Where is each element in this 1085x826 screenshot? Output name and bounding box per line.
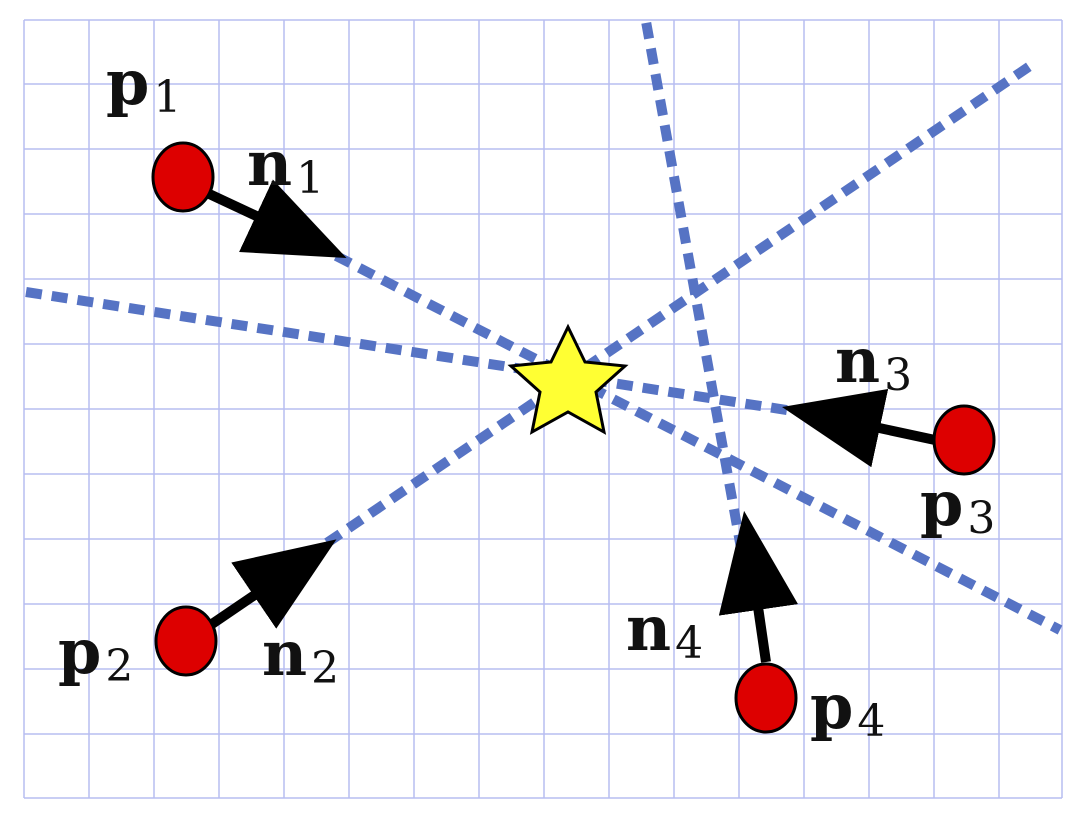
normal-label-n4: n4: [626, 592, 703, 669]
point-p4: [734, 662, 798, 734]
dashed-line-1: [287, 227, 1063, 635]
point-label-p1-subscript: 1: [153, 72, 181, 123]
normal-label-n2-subscript: 2: [311, 643, 339, 694]
normal-label-n3: n3: [835, 324, 912, 401]
dashed-line-2: [281, 61, 1033, 577]
point-p2: [154, 605, 218, 677]
dashed-line-4: [640, 15, 751, 577]
point-label-p1: p1: [106, 46, 181, 123]
points: [151, 141, 996, 734]
point-label-p4-letter: p: [810, 670, 853, 743]
point-label-p1-letter: p: [106, 46, 149, 119]
normal-arrow-n4: [718, 510, 799, 663]
star-icon: [507, 323, 629, 435]
normal-label-n3-subscript: 3: [884, 350, 912, 401]
normal-label-n1-letter: n: [247, 127, 292, 200]
point-label-p3: p3: [920, 467, 995, 544]
point-label-p3-letter: p: [920, 467, 963, 540]
normal-arrow-n2: [209, 539, 337, 629]
dashed-lines: [25, 15, 1063, 635]
normal-label-n4-subscript: 4: [675, 618, 703, 669]
normal-arrow-n1: [202, 179, 347, 259]
normal-arrow-n3: [782, 389, 937, 468]
point-label-p4-subscript: 4: [857, 696, 885, 747]
grid: [23, 19, 1063, 799]
normal-label-n2-letter: n: [262, 617, 307, 690]
normal-label-n2: n2: [262, 617, 339, 694]
point-label-p4: p4: [810, 670, 885, 747]
normal-label-n1: n1: [247, 127, 324, 204]
point-p1: [151, 141, 215, 213]
dashed-line-3: [25, 287, 839, 423]
normal-label-n1-subscript: 1: [296, 153, 324, 204]
normal-label-n3-letter: n: [835, 324, 880, 397]
point-p3: [932, 404, 996, 476]
point-label-p2: p2: [58, 615, 133, 692]
point-label-p2-subscript: 2: [105, 641, 133, 692]
point-label-p2-letter: p: [58, 615, 101, 688]
labels: p1 n1 p2 n2 n3 p3 n4 p4: [58, 46, 995, 747]
normal-arrows: [202, 179, 937, 663]
point-label-p3-subscript: 3: [967, 493, 995, 544]
normal-label-n4-letter: n: [626, 592, 671, 665]
